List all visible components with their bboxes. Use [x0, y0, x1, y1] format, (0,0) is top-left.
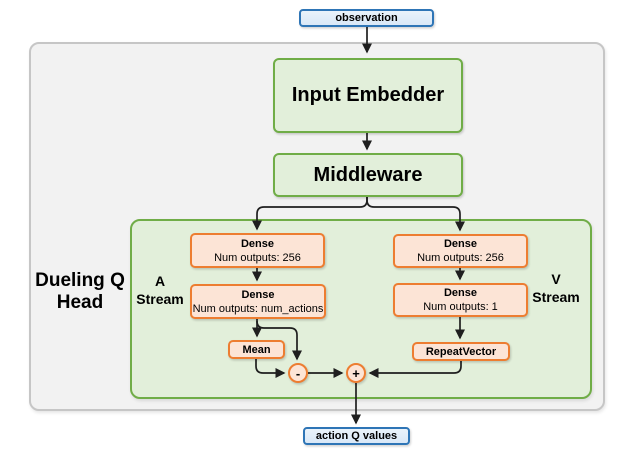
middleware-node: Middleware [273, 153, 463, 197]
v-stream-dense2-node: Dense Num outputs: 1 [393, 283, 528, 317]
a-stream-dense2-subtitle: Num outputs: num_actions [192, 302, 324, 315]
observation-label: observation [335, 12, 398, 24]
v-stream-label-line1: V [551, 271, 561, 287]
v-stream-dense1-subtitle: Num outputs: 256 [417, 252, 504, 264]
input-embedder-label: Input Embedder [291, 84, 445, 106]
v-stream-dense1-node: Dense Num outputs: 256 [393, 234, 528, 268]
dueling-q-head-label-line2: Head [56, 292, 104, 313]
mean-node: Mean [228, 340, 285, 359]
input-embedder-node: Input Embedder [273, 58, 463, 133]
observation-node: observation [299, 9, 434, 27]
action-q-values-node: action Q values [303, 427, 410, 445]
a-stream-dense1-title: Dense [240, 237, 275, 250]
a-stream-dense2-node: Dense Num outputs: num_actions [190, 284, 326, 319]
dueling-q-head-label-line1: Dueling Q [35, 270, 125, 291]
a-stream-label-line1: A [154, 273, 166, 289]
v-stream-dense2-title: Dense [443, 287, 478, 299]
v-stream-dense1-title: Dense [443, 238, 478, 250]
action-q-values-label: action Q values [315, 430, 398, 442]
mean-label: Mean [242, 343, 271, 356]
subtract-op-node: - [288, 363, 308, 383]
middleware-label: Middleware [313, 163, 423, 186]
add-op-label: + [352, 365, 360, 381]
v-stream-label-line2: Stream [532, 289, 580, 305]
a-stream-dense1-subtitle: Num outputs: 256 [214, 251, 301, 264]
repeat-vector-label: RepeatVector [425, 345, 497, 358]
repeat-vector-node: RepeatVector [412, 342, 510, 361]
v-stream-label: V Stream [526, 270, 586, 306]
dueling-q-head-label: Dueling Q Head [24, 270, 136, 314]
v-stream-dense2-subtitle: Num outputs: 1 [423, 301, 498, 313]
a-stream-dense1-node: Dense Num outputs: 256 [190, 233, 325, 268]
add-op-node: + [346, 363, 366, 383]
subtract-op-label: - [295, 365, 301, 381]
a-stream-dense2-title: Dense [241, 288, 275, 301]
a-stream-label-line2: Stream [136, 291, 184, 307]
a-stream-label: A Stream [130, 272, 190, 308]
